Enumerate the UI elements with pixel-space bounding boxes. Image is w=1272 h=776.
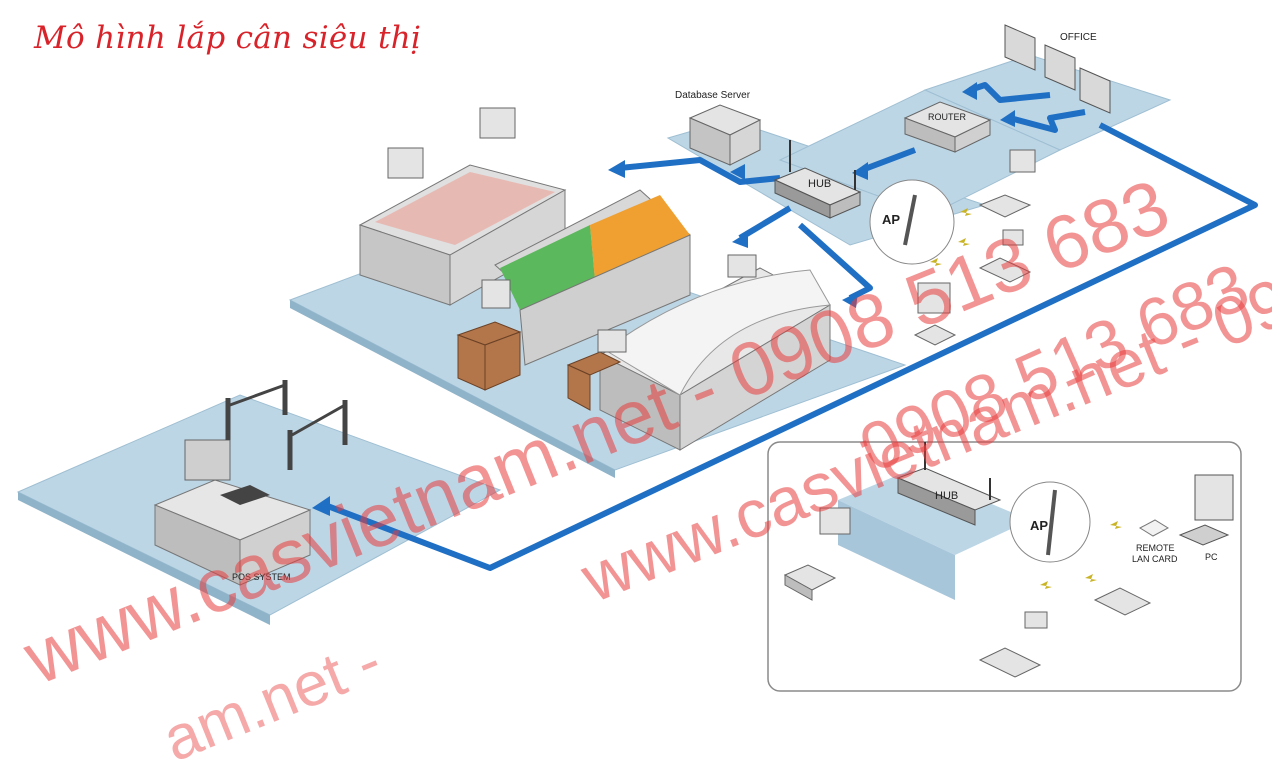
meat-display-counter (598, 267, 832, 451)
fruit-counter (494, 189, 691, 366)
arrowheads (312, 82, 1015, 560)
produce-counter (358, 164, 567, 306)
hub-label: HUB (808, 178, 832, 190)
router (903, 101, 992, 153)
access-point-circle (869, 179, 955, 265)
database-server-label: Database Server (675, 90, 751, 101)
router-label: ROUTER (928, 112, 966, 122)
office-label: OFFICE (1060, 32, 1097, 43)
remote-lan-card-label-line1: REMOTE (1136, 543, 1175, 553)
pc-label: PC (1205, 552, 1218, 562)
counter-scales (387, 107, 757, 353)
pos-system (153, 439, 312, 586)
wooden-scale-stands (456, 321, 622, 411)
network-diagram (16, 24, 1258, 692)
pos-system-label: POS SYSTEM (232, 572, 291, 582)
remote-lan-card-label-line2: LAN CARD (1132, 554, 1178, 564)
office-computers (1004, 24, 1111, 114)
page-title: Mô hình lắp cân siêu thị (34, 20, 422, 56)
wireless-signals (930, 208, 972, 266)
inset-panel (767, 441, 1242, 692)
hub-device (773, 140, 862, 219)
queue-barriers (225, 380, 348, 470)
inset-hub-label: HUB (935, 490, 959, 502)
inset-ap-label: AP (1030, 518, 1049, 533)
wireless-scales (913, 149, 1036, 346)
database-server (688, 104, 762, 166)
ap-label: AP (882, 212, 901, 227)
